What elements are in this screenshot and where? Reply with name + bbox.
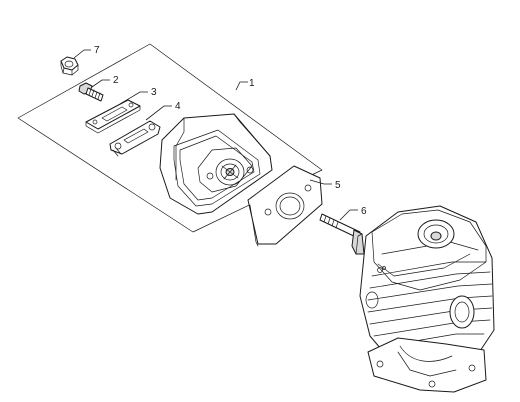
kit-boundary xyxy=(17,43,323,233)
callout-number: 2 xyxy=(113,75,119,86)
part-3-plate xyxy=(85,99,141,134)
callout-number: 5 xyxy=(335,180,341,191)
part-7-nut xyxy=(60,56,79,76)
cylinder xyxy=(359,205,495,393)
part-5-gasket xyxy=(247,165,323,247)
part-1-muffler xyxy=(159,113,273,215)
callout-number: 1 xyxy=(249,78,255,89)
part-2-bolt xyxy=(78,82,104,102)
callout-leaders xyxy=(73,49,358,221)
part-4-gasket xyxy=(109,120,161,157)
callout-number: 6 xyxy=(361,206,367,217)
part-6-bolt xyxy=(319,213,365,255)
callout-number: 7 xyxy=(94,45,100,56)
callout-number: 4 xyxy=(175,101,181,112)
callout-number: 3 xyxy=(151,87,157,98)
